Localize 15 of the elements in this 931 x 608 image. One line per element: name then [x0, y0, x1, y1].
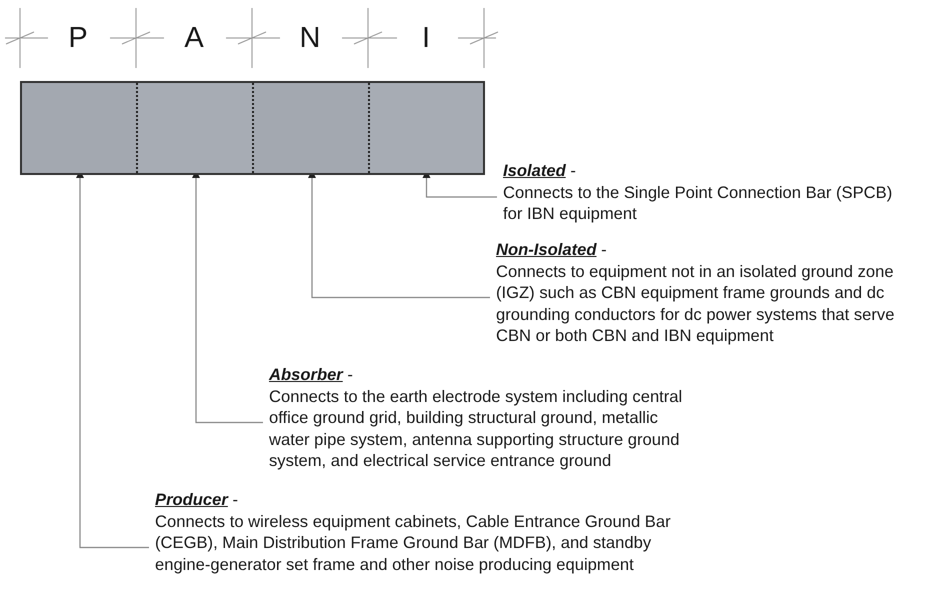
heading: Absorber -	[269, 364, 353, 386]
bar-section	[370, 83, 483, 173]
description: Connects to the Single Point Connection Bar (SPCB) for IBN equipment	[503, 182, 894, 224]
section-letter: I	[422, 22, 430, 54]
heading: Isolated -	[503, 160, 576, 182]
description: Connects to the earth electrode system including central office ground grid, building structural ground, metallic water pipe system, antenna supporting structure ground system, and electrical service entrance ground	[269, 386, 684, 472]
bar-section	[138, 83, 254, 173]
grounding-bar	[20, 81, 485, 175]
section-letter: N	[300, 22, 320, 54]
heading: Producer -	[155, 489, 238, 510]
section-letter: P	[68, 22, 88, 54]
heading: Non-Isolated -	[496, 239, 607, 260]
section-letter: A	[184, 22, 204, 54]
description: Connects to equipment not in an isolated ground zone (IGZ) such as CBN equipment frame grounds and dc grounding conductors for dc power systems that serve CBN or both CBN and IBN equipment	[496, 260, 896, 346]
description: Connects to wireless equipment cabinets, Cable Entrance Ground Bar (CEGB), Main Distribution Frame Ground Bar (MDFB), and standby engine-generator set frame and other noise producing equipment	[155, 510, 672, 575]
